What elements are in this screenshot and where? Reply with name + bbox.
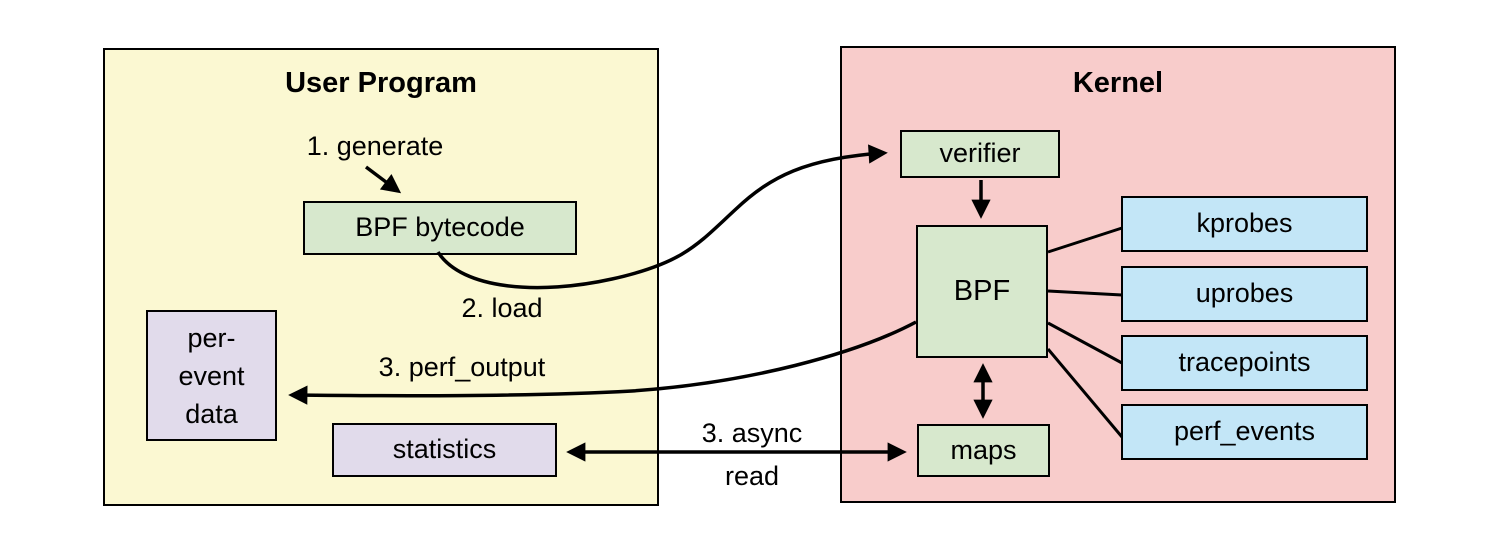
perf-events-label: perf_events	[1173, 416, 1316, 447]
kprobes-node: kprobes	[1121, 196, 1368, 252]
uprobes-node: uprobes	[1121, 266, 1368, 322]
per-event-data-label-line2: event	[178, 360, 245, 391]
statistics-node: statistics	[332, 423, 557, 477]
async-read-label-line2: read	[724, 461, 780, 491]
bpf-label: BPF	[953, 274, 1011, 307]
maps-label: maps	[950, 434, 1017, 465]
generate-step-label: 1. generate	[306, 131, 444, 161]
async-read-label-line1: 3. async	[701, 418, 803, 448]
per-event-data-label-line3: data	[185, 398, 238, 429]
async-read-step-label: 3. async read	[660, 412, 844, 498]
verifier-label: verifier	[939, 138, 1021, 169]
bpf-bytecode-node: BPF bytecode	[303, 201, 577, 255]
verifier-node: verifier	[900, 130, 1060, 178]
maps-node: maps	[917, 424, 1050, 477]
bpf-bytecode-label: BPF bytecode	[355, 212, 525, 243]
per-event-data-label-line1: per-	[187, 322, 236, 353]
load-step-label: 2. load	[461, 293, 543, 323]
tracepoints-label: tracepoints	[1178, 347, 1311, 378]
kernel-title: Kernel	[1072, 67, 1164, 99]
statistics-label: statistics	[392, 434, 497, 465]
perf-output-step-label: 3. perf_output	[378, 352, 546, 382]
tracepoints-node: tracepoints	[1121, 335, 1368, 391]
per-event-data-node: per- event data	[146, 310, 277, 441]
perf-events-node: perf_events	[1121, 404, 1368, 460]
kprobes-label: kprobes	[1196, 208, 1293, 239]
user-program-title: User Program	[285, 67, 477, 99]
bpf-node: BPF	[916, 225, 1048, 358]
uprobes-label: uprobes	[1195, 278, 1294, 309]
